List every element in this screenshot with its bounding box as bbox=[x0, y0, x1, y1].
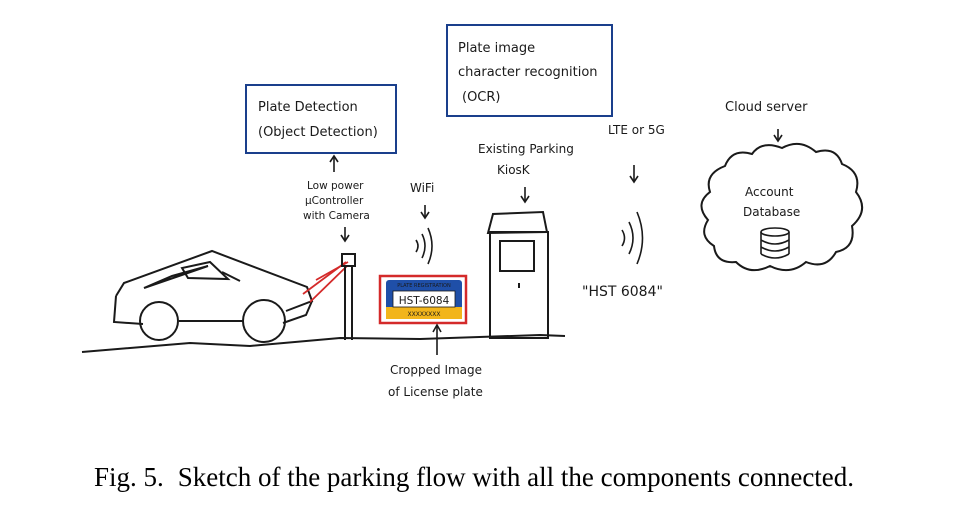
plate-header-text: PLATE REGISTRATION bbox=[397, 283, 451, 289]
car bbox=[112, 249, 314, 325]
wifi-waves-icon bbox=[415, 227, 433, 265]
arrow-down-cloud bbox=[773, 129, 783, 143]
plate-detection-subtitle: (Object Detection) bbox=[258, 125, 378, 140]
controller-label: Low power µController with Camera bbox=[303, 180, 370, 222]
figure-number: Fig. 5. bbox=[93, 462, 164, 492]
ocr-title-line2: character recognition bbox=[458, 65, 598, 80]
lte-label: LTE or 5G bbox=[608, 123, 665, 137]
lte-waves-icon bbox=[621, 211, 644, 265]
camera-pole bbox=[341, 253, 356, 340]
database-icon bbox=[760, 227, 790, 259]
ocr-title-line1: Plate image bbox=[458, 41, 535, 56]
plate-footer-text: XXXXXXXX bbox=[408, 311, 441, 318]
wifi-label: WiFi bbox=[410, 181, 434, 195]
controller-label-line2: µController bbox=[305, 195, 364, 207]
recognized-plate-text: "HST 6084" bbox=[582, 284, 663, 300]
plate-detection-box: Plate Detection (Object Detection) bbox=[245, 84, 397, 154]
arrow-down-wifi bbox=[420, 205, 430, 220]
cropped-plate: PLATE REGISTRATION HST-6084 XXXXXXXX bbox=[378, 274, 468, 325]
ground-line bbox=[81, 333, 566, 353]
cloud-server-label: Cloud server bbox=[725, 100, 808, 115]
arrow-down-to-camera bbox=[340, 227, 350, 243]
figure-caption: Fig. 5. Sketch of the parking flow with a… bbox=[0, 462, 962, 493]
kiosk-label-line1: Existing Parking bbox=[478, 142, 574, 156]
plate-detection-title: Plate Detection bbox=[258, 100, 358, 115]
plate-number-text: HST-6084 bbox=[399, 295, 450, 307]
ocr-title-line3: (OCR) bbox=[462, 90, 501, 105]
car-rear-wheel bbox=[242, 299, 286, 343]
arrow-down-lte bbox=[629, 165, 639, 184]
controller-label-line1: Low power bbox=[307, 180, 364, 192]
kiosk-label-line2: KiosK bbox=[497, 163, 531, 177]
cloud-shape bbox=[700, 142, 863, 272]
arrow-down-kiosk bbox=[520, 187, 530, 204]
ocr-box: Plate image character recognition (OCR) bbox=[446, 24, 613, 117]
account-database-label-line1: Account bbox=[745, 185, 794, 199]
cropped-image-label-line1: Cropped Image bbox=[390, 363, 482, 377]
figure-caption-text: Sketch of the parking flow with all the … bbox=[177, 462, 855, 492]
controller-label-line3: with Camera bbox=[303, 210, 370, 222]
arrow-up-to-detection bbox=[329, 154, 339, 172]
arrow-up-to-plate bbox=[432, 323, 442, 355]
cropped-image-label-line2: of License plate bbox=[388, 385, 483, 399]
account-database-label-line2: Database bbox=[743, 205, 800, 219]
car-front-wheel bbox=[139, 301, 179, 341]
parking-kiosk bbox=[486, 210, 549, 339]
